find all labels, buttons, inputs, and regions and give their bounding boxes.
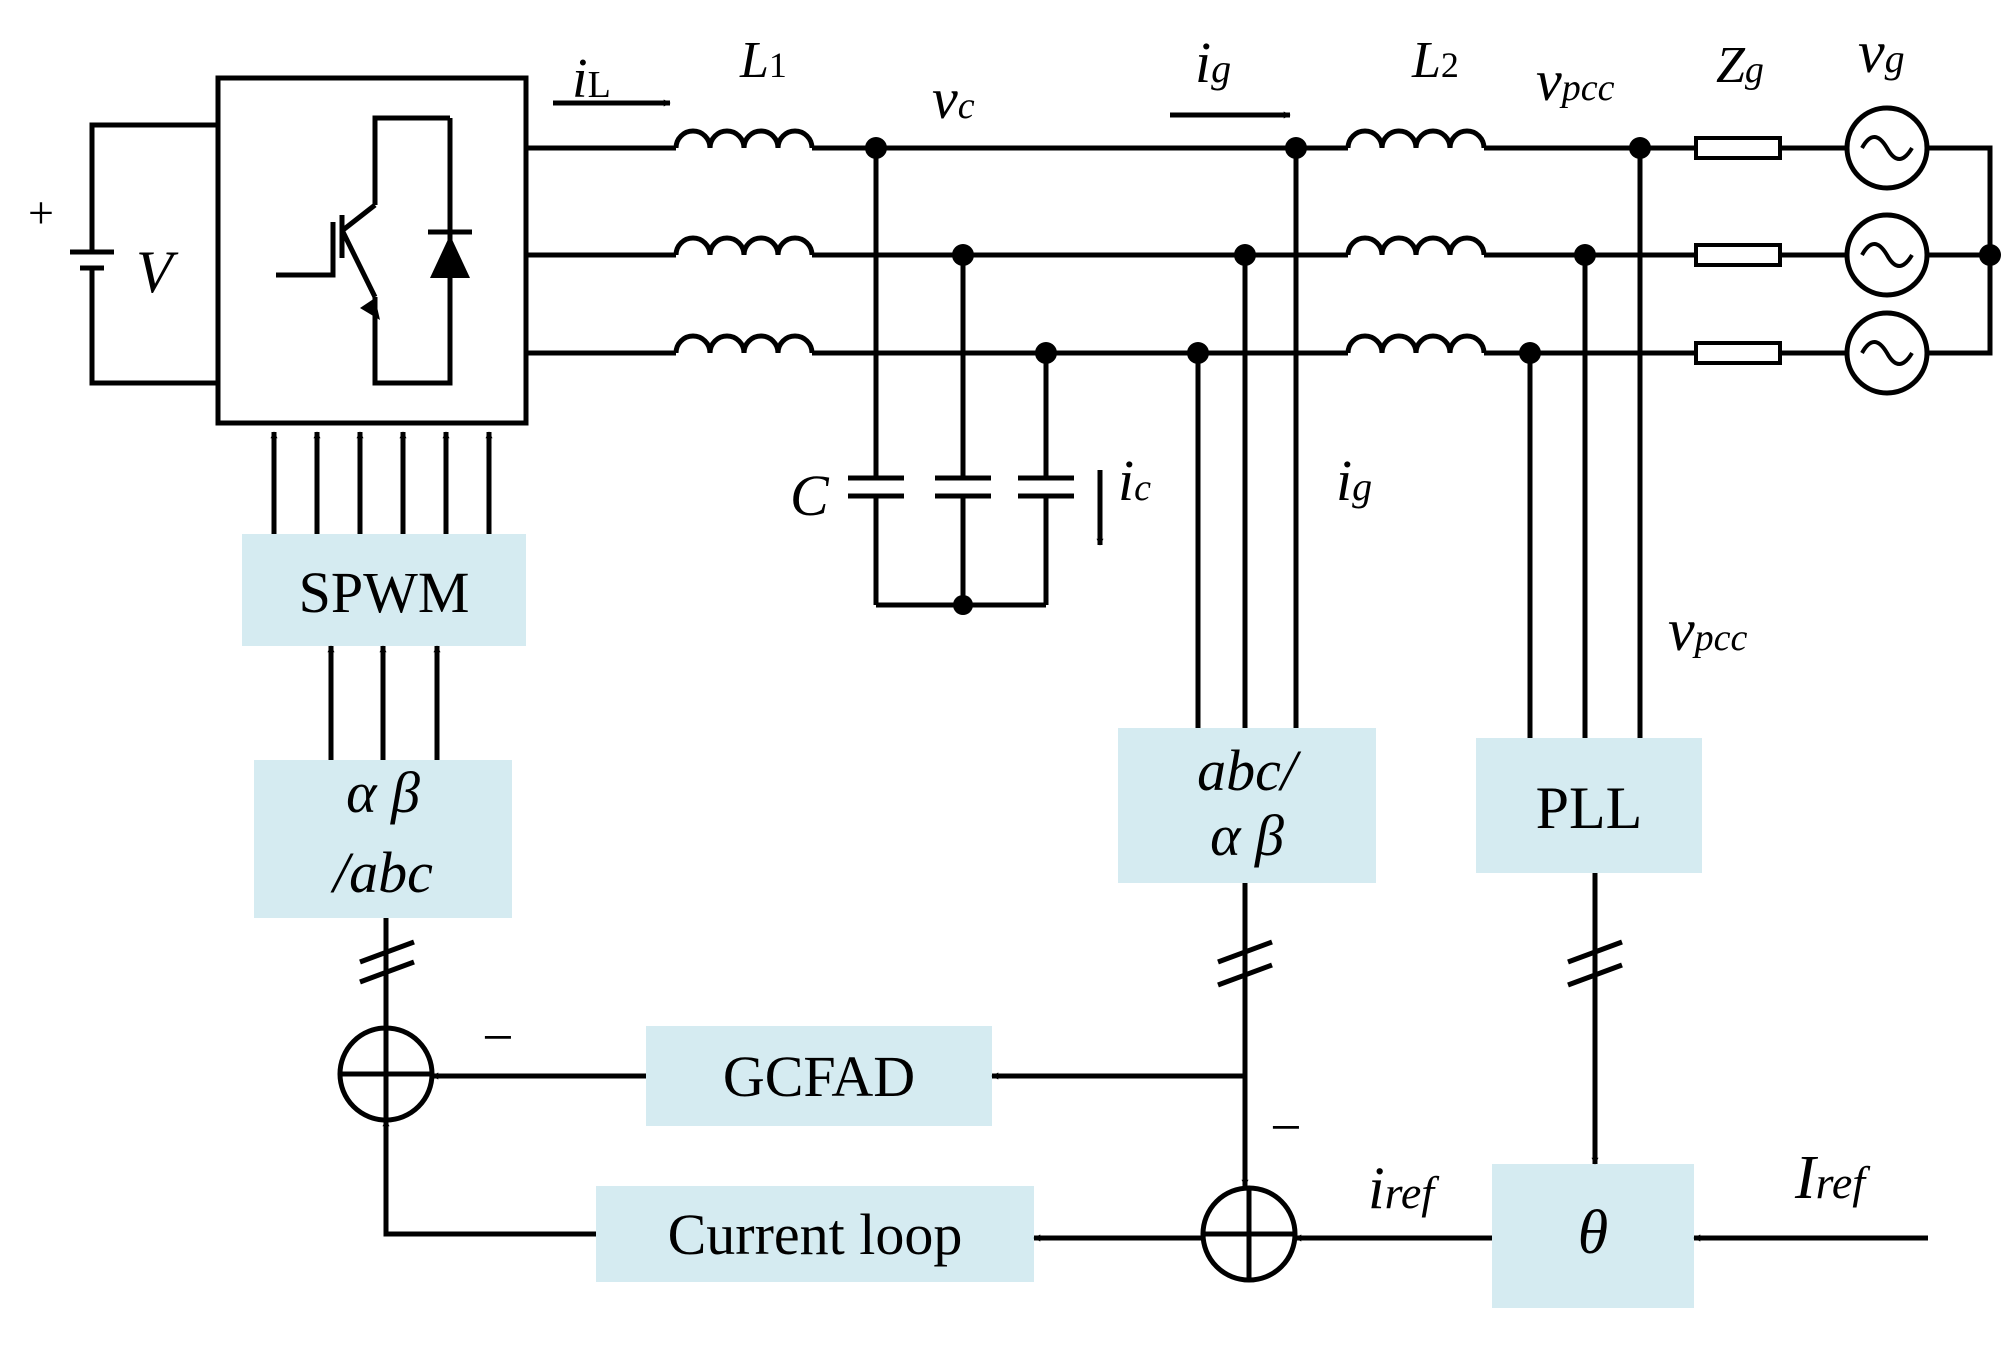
dc-voltage-label: V	[136, 239, 179, 305]
vc-label: vc	[932, 66, 975, 131]
ac-source-icon	[1844, 105, 1930, 191]
inverter-bridge	[215, 75, 529, 426]
iref-label: iref	[1368, 1155, 1440, 1221]
vg-label: vg	[1858, 19, 1905, 85]
spwm-label: SPWM	[299, 560, 470, 625]
vpcc-sensing-lines	[1519, 137, 1651, 738]
summing-junction-1	[337, 1025, 435, 1123]
pll-label: PLL	[1536, 775, 1643, 841]
spwm-block: SPWM	[242, 534, 526, 646]
inductor-l2-c	[1345, 333, 1487, 354]
ig-mid-label: ig	[1336, 448, 1372, 513]
gate-signal-arrows	[270, 431, 493, 534]
inductor-l2-b	[1345, 235, 1487, 256]
vpcc-mid-label: vpcc	[1668, 597, 1748, 663]
ig-sensing-lines	[1187, 137, 1307, 728]
vpcc-top-label: vpcc	[1536, 48, 1615, 113]
sum2-minus-sign: −	[1270, 1097, 1302, 1159]
bus-slash-icon	[1217, 939, 1273, 988]
capacitor-bank	[848, 137, 1104, 615]
bus-slash-icon	[1567, 939, 1623, 988]
l2-label: L2	[1411, 32, 1459, 89]
ac-source-icon	[1844, 212, 1930, 298]
igbt-icon	[276, 115, 453, 386]
abc-to-ab-block: abc/ α β	[1118, 728, 1376, 883]
abc-to-spwm-arrows	[327, 645, 441, 760]
summing-junction-2	[1200, 1185, 1298, 1283]
gcfad-block: GCFAD	[646, 1026, 992, 1126]
grid-impedances	[1694, 136, 1847, 365]
pll-block: PLL	[1476, 738, 1702, 873]
inductor-l1-a	[673, 128, 815, 149]
ab-to-abc-line2: /abc	[330, 840, 433, 905]
ac-source-icon	[1844, 310, 1930, 396]
gcfad-label: GCFAD	[723, 1044, 915, 1109]
abc-to-ab-line1: abc/	[1197, 738, 1302, 803]
ic-label: ic	[1118, 448, 1151, 513]
inductor-l2-a	[1345, 128, 1487, 149]
theta-block: θ	[1492, 1164, 1694, 1308]
dc-source: + V	[28, 122, 218, 386]
ig-top-label: ig	[1195, 30, 1231, 95]
current-loop-to-sum-arrow	[382, 1119, 596, 1237]
phase-lines	[526, 128, 1696, 356]
bus-slash-icon	[359, 939, 415, 985]
capacitor-label: C	[790, 463, 830, 528]
grid-sources	[1844, 105, 2001, 396]
current-loop-block: Current loop	[596, 1186, 1034, 1282]
dc-plus-label: +	[28, 187, 54, 238]
diode-icon	[428, 229, 472, 278]
zg-label: Zg	[1716, 37, 1764, 94]
ab-to-abc-block: α β /abc	[254, 760, 512, 918]
theta-label: θ	[1578, 1199, 1608, 1267]
il-label: iL	[572, 48, 611, 110]
gcfad-minus-sign: −	[482, 1007, 514, 1069]
current-loop-label: Current loop	[668, 1202, 963, 1267]
inductor-l1-c	[673, 333, 815, 354]
ab-to-abc-line1: α β	[346, 760, 420, 825]
abc-to-ab-line2: α β	[1210, 803, 1284, 868]
inductor-l1-b	[673, 235, 815, 256]
l1-label: L1	[739, 32, 787, 89]
iref-input-label: Iref	[1794, 1144, 1871, 1212]
